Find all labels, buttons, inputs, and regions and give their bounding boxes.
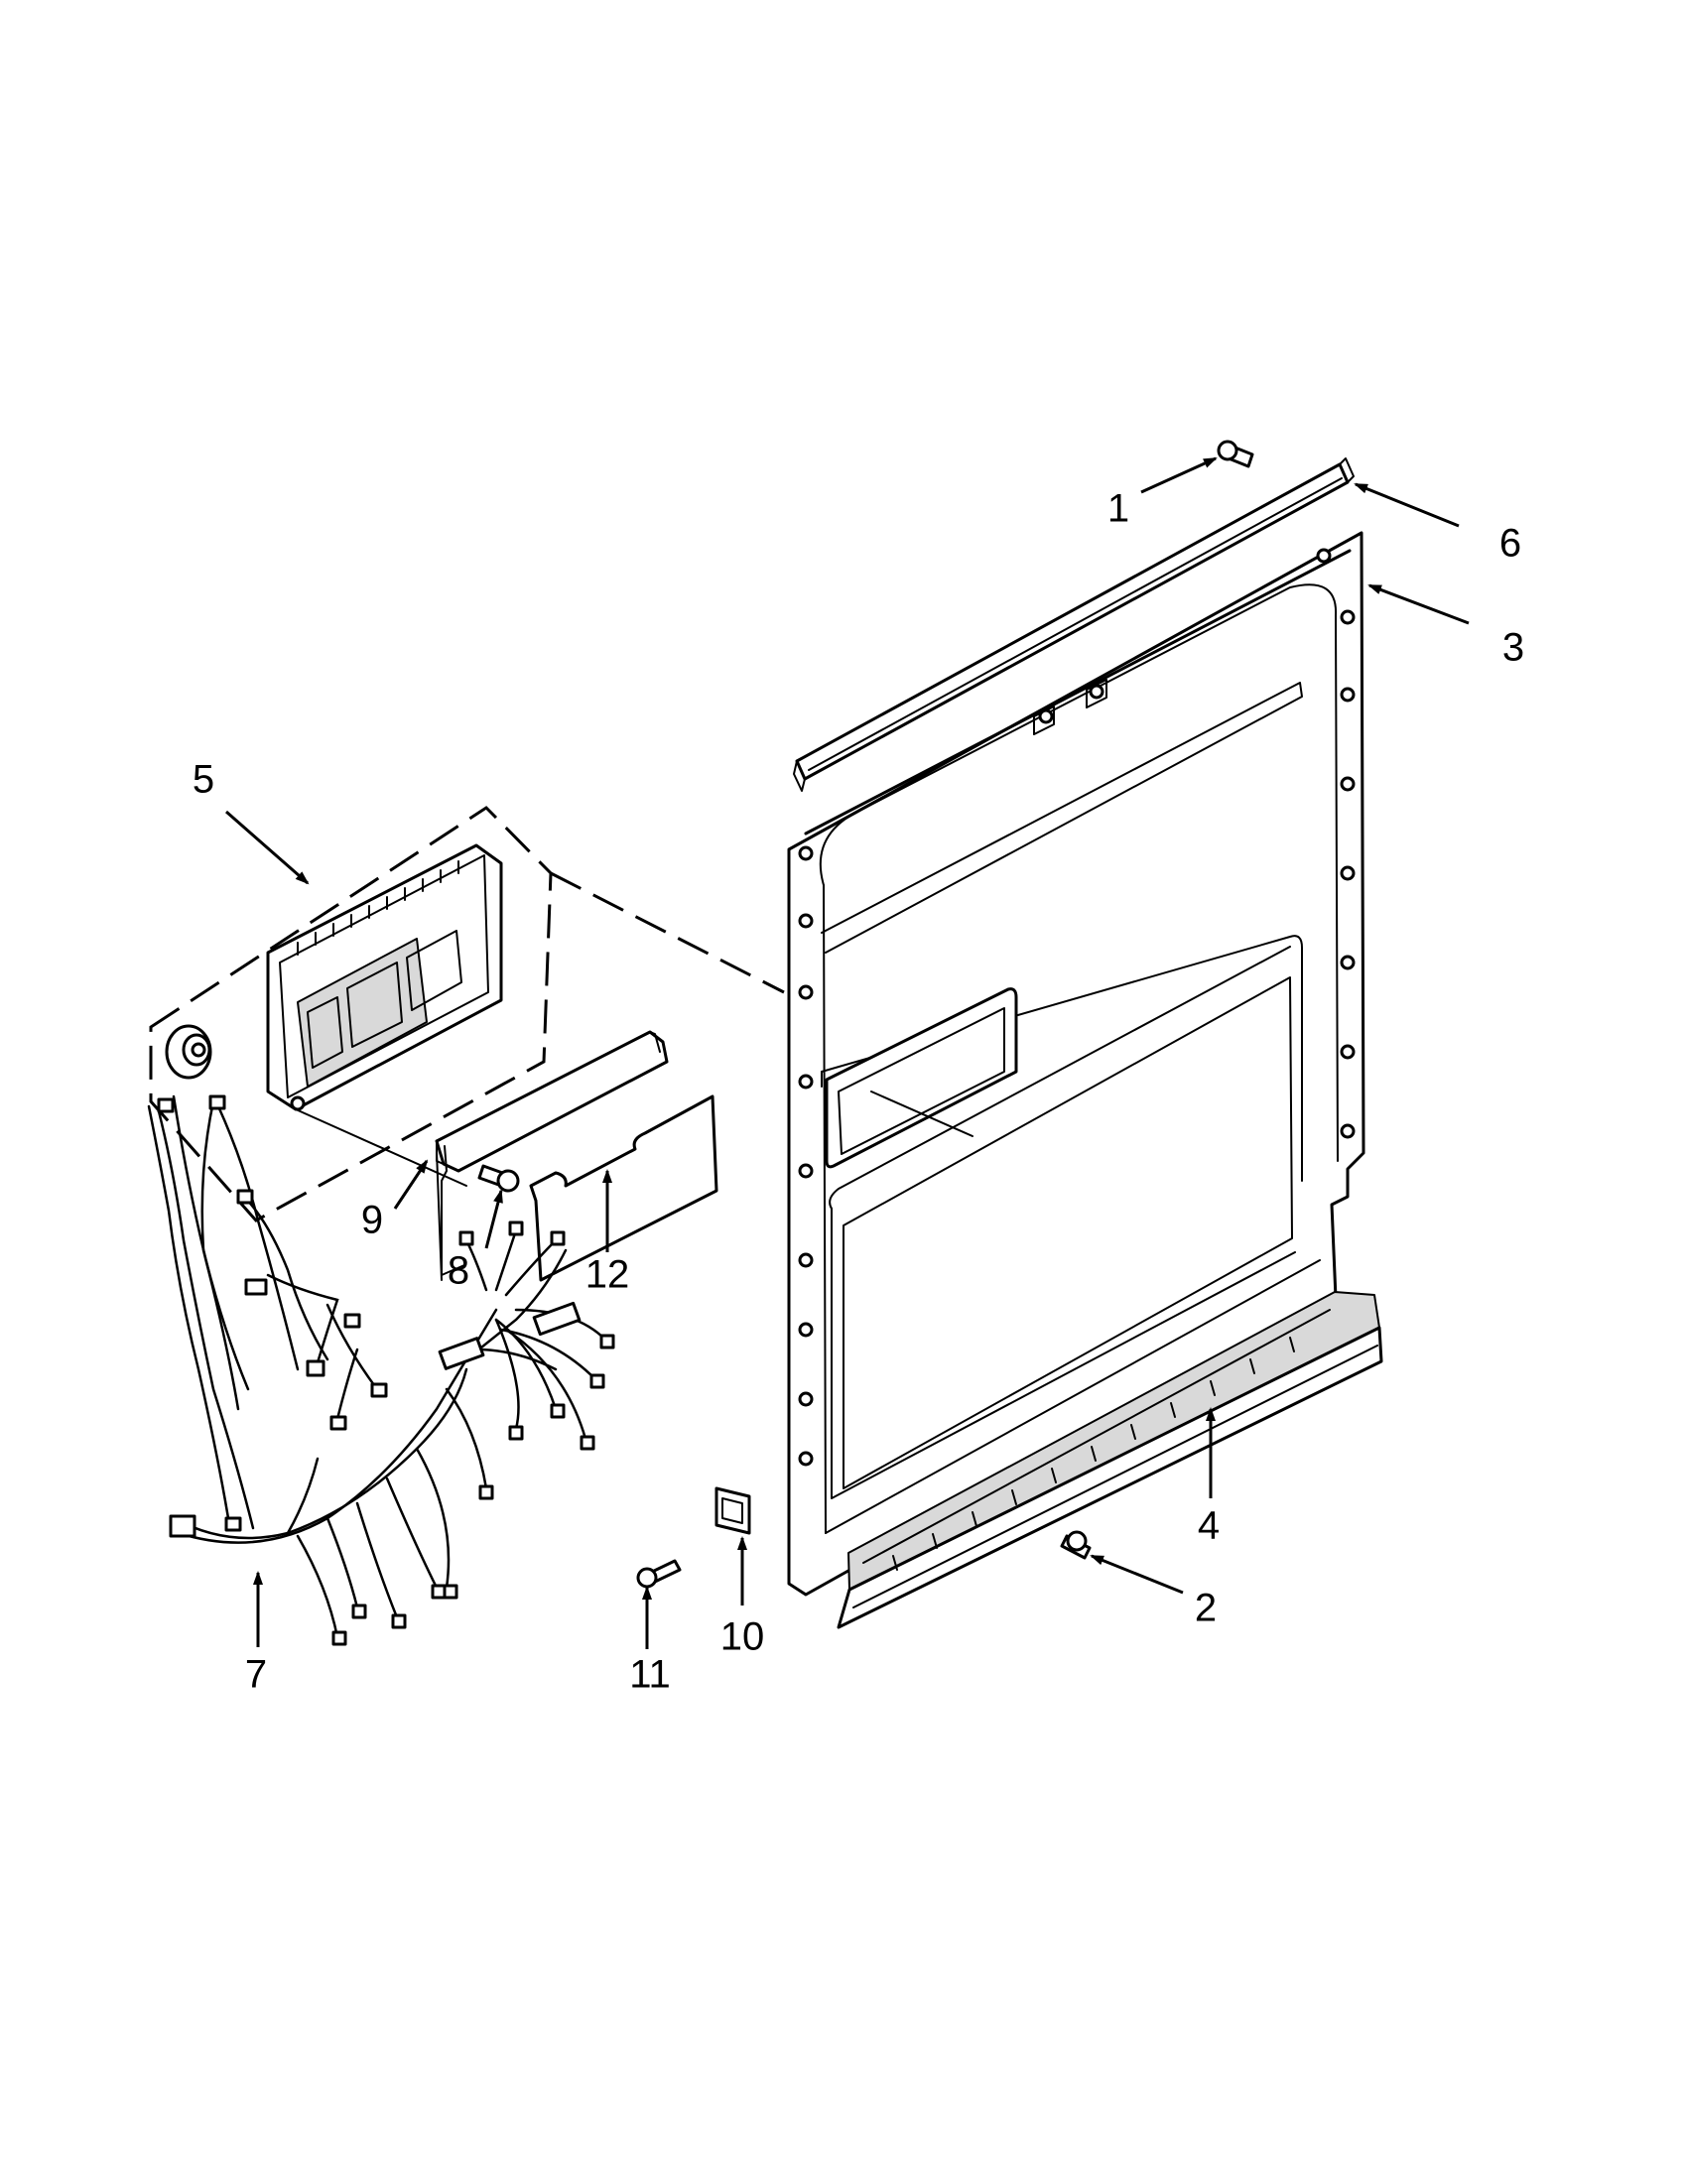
strike-plate <box>714 1486 751 1535</box>
callout-9: 9 <box>361 1199 383 1242</box>
control-assembly <box>149 806 553 1222</box>
callout-11: 11 <box>629 1653 671 1697</box>
leader-arrows <box>225 456 1470 1649</box>
top-gasket-strip <box>793 457 1355 792</box>
callout-2: 2 <box>1195 1587 1217 1630</box>
callout-4: 4 <box>1198 1504 1220 1548</box>
housing-teeth <box>297 860 459 956</box>
vent-ribs <box>892 1337 1295 1571</box>
callout-5: 5 <box>193 758 214 802</box>
control-gasket <box>435 1030 669 1281</box>
wire-harness <box>147 1094 615 1646</box>
callout-labels: 1 2 3 4 5 6 7 8 9 10 11 12 <box>193 487 1524 1697</box>
inner-door-panel <box>787 531 1365 1597</box>
screw-holes <box>798 548 1356 1467</box>
bottom-vent-trim <box>837 1291 1383 1629</box>
top-screw <box>1217 440 1254 468</box>
callout-1: 1 <box>1107 487 1129 531</box>
strike-screw <box>636 1559 682 1589</box>
alignment-line <box>550 871 785 994</box>
callout-12: 12 <box>585 1253 630 1297</box>
bottom-screw <box>1060 1530 1092 1560</box>
control-barrier <box>529 1094 718 1282</box>
callout-10: 10 <box>720 1615 765 1659</box>
panel-screw <box>477 1164 520 1193</box>
control-knob <box>165 1024 212 1080</box>
callout-8: 8 <box>448 1249 469 1293</box>
callout-3: 3 <box>1502 626 1524 670</box>
callout-6: 6 <box>1499 522 1521 566</box>
callout-7: 7 <box>245 1653 267 1697</box>
